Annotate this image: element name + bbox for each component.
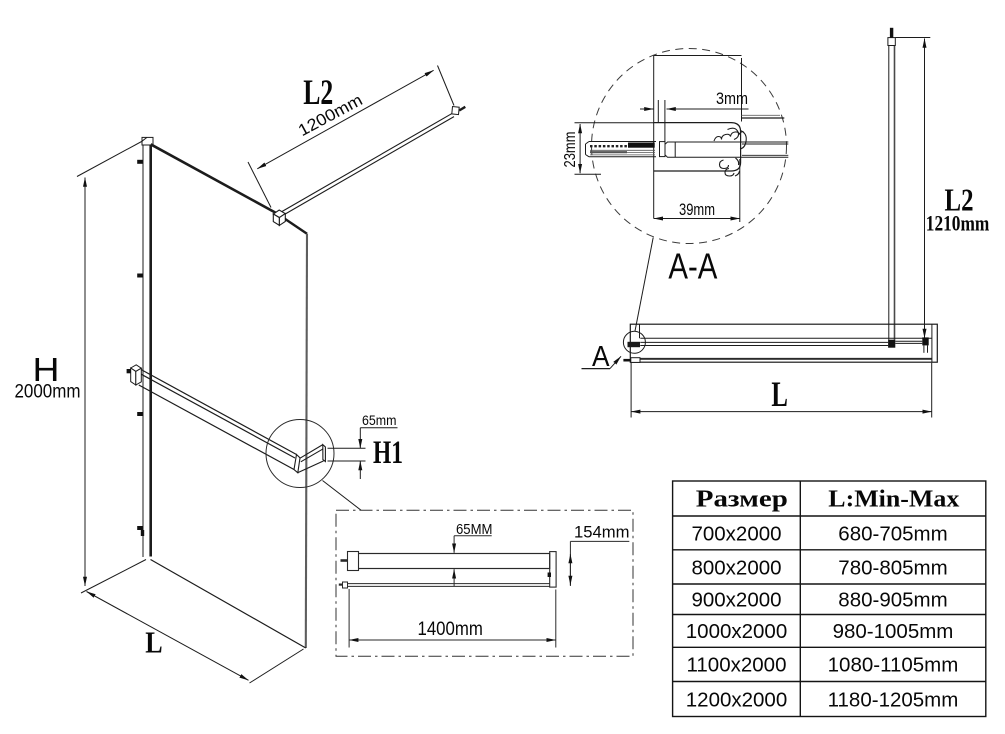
svg-text:680-705mm: 680-705mm <box>838 522 947 545</box>
svg-text:900x2000: 900x2000 <box>691 589 781 612</box>
svg-text:1400mm: 1400mm <box>418 618 483 640</box>
svg-text:65mm: 65mm <box>362 413 397 428</box>
svg-text:1080-1105mm: 1080-1105mm <box>828 654 959 677</box>
svg-text:A: A <box>592 341 610 373</box>
svg-text:H1: H1 <box>373 435 403 471</box>
svg-text:39mm: 39mm <box>679 201 715 219</box>
svg-text:L:Min-Max: L:Min-Max <box>828 487 959 513</box>
svg-text:1210mm: 1210mm <box>926 210 990 235</box>
svg-text:800x2000: 800x2000 <box>691 557 781 580</box>
svg-text:1100x2000: 1100x2000 <box>687 654 787 677</box>
svg-text:23mm: 23mm <box>562 132 579 168</box>
svg-text:3mm: 3mm <box>716 90 748 108</box>
svg-text:1200x2000: 1200x2000 <box>686 688 787 711</box>
svg-text:2000mm: 2000mm <box>15 382 81 403</box>
svg-text:1180-1205mm: 1180-1205mm <box>828 688 959 711</box>
svg-text:L2: L2 <box>945 182 974 218</box>
svg-text:700x2000: 700x2000 <box>691 522 781 545</box>
svg-text:980-1005mm: 980-1005mm <box>833 620 954 643</box>
svg-text:L2: L2 <box>303 72 333 112</box>
svg-text:Размер: Размер <box>696 487 788 513</box>
svg-text:1000x2000: 1000x2000 <box>686 620 787 643</box>
svg-text:A-A: A-A <box>668 246 717 287</box>
svg-text:780-805mm: 780-805mm <box>838 557 947 580</box>
svg-text:154mm: 154mm <box>574 523 630 542</box>
svg-text:L: L <box>145 624 162 659</box>
svg-text:65MM: 65MM <box>456 522 493 538</box>
svg-text:L: L <box>771 374 788 414</box>
svg-text:H: H <box>33 351 60 388</box>
svg-text:880-905mm: 880-905mm <box>838 589 947 612</box>
